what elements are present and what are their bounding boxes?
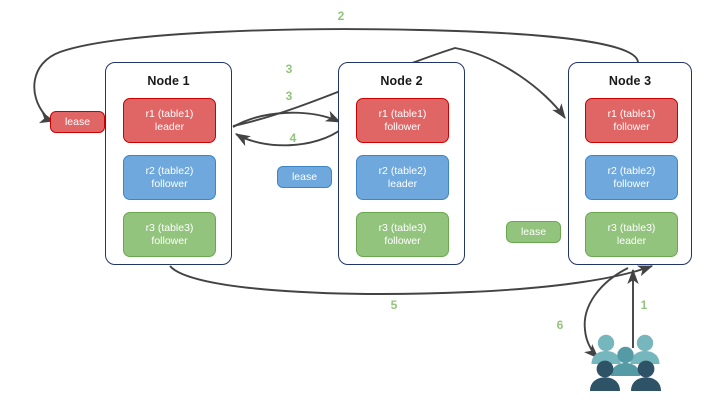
node-title-node3: Node 3 [608,74,652,88]
replica-node1-r1[interactable]: r1 (table1) leader [123,98,216,143]
replica-node1-r3[interactable]: r3 (table3) follower [123,212,216,257]
lease-badge-r3[interactable]: lease [506,221,561,243]
replica-node3-r1[interactable]: r1 (table1) follower [585,98,678,143]
step-label-1: 1 [640,298,648,312]
replica-name: r2 (table2) [145,164,194,177]
step-label-4: 4 [289,131,297,145]
step-label-3-lower: 3 [285,89,293,103]
replica-node1-r2[interactable]: r2 (table2) follower [123,155,216,200]
lease-label: lease [64,116,91,128]
replica-role: follower [384,234,421,247]
replica-role: leader [616,234,647,247]
replica-role: leader [387,177,418,190]
replica-name: r2 (table2) [378,164,427,177]
replica-name: r3 (table3) [145,221,194,234]
replica-name: r2 (table2) [607,164,656,177]
replica-role: follower [613,177,650,190]
step-label-2: 2 [337,9,345,23]
step-label-5: 5 [390,298,398,312]
lease-label: lease [520,226,547,238]
replica-node2-r2[interactable]: r2 (table2) leader [356,155,449,200]
replica-name: r1 (table1) [145,107,194,120]
node-box-node3[interactable]: Node 3 r1 (table1) follower r2 (table2) … [568,62,692,265]
replica-role: follower [384,120,421,133]
replica-node3-r3[interactable]: r3 (table3) leader [585,212,678,257]
node-title-node2: Node 2 [380,74,423,88]
replica-name: r3 (table3) [607,221,656,234]
step-label-6: 6 [556,318,564,332]
replica-name: r3 (table3) [378,221,427,234]
step-label-3-upper: 3 [285,62,293,76]
people-group-icon [590,334,661,391]
lease-badge-r1[interactable]: lease [50,111,105,133]
replica-role: follower [151,177,188,190]
node-box-node2[interactable]: Node 2 r1 (table1) follower r2 (table2) … [338,62,465,265]
lease-label: lease [291,171,318,183]
node-box-node1[interactable]: Node 1 r1 (table1) leader r2 (table2) fo… [105,62,232,265]
lease-badge-r2[interactable]: lease [277,166,332,188]
replica-name: r1 (table1) [607,107,656,120]
replica-node2-r1[interactable]: r1 (table1) follower [356,98,449,143]
replica-node2-r3[interactable]: r3 (table3) follower [356,212,449,257]
arrow-step-3-to-node2 [232,110,342,128]
replica-node3-r2[interactable]: r2 (table2) follower [585,155,678,200]
replica-name: r1 (table1) [378,107,427,120]
replica-role: leader [154,120,185,133]
replica-role: follower [151,234,188,247]
replica-role: follower [613,120,650,133]
node-title-node1: Node 1 [147,74,190,88]
arrow-step-5 [169,265,654,295]
clients-actor[interactable] [588,333,670,395]
